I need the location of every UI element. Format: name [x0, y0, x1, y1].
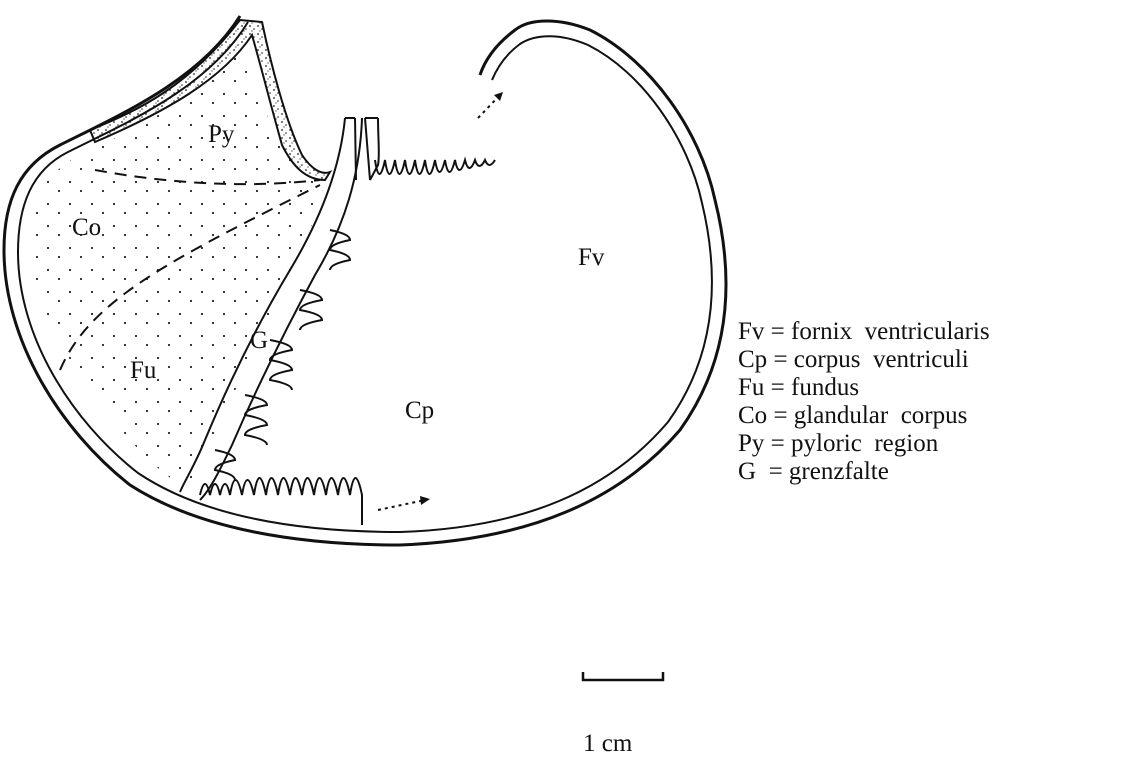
legend-text: glandular corpus [794, 402, 968, 429]
bottom-folds [200, 478, 362, 525]
arrow-bottom-head [420, 496, 430, 505]
top-folds [375, 160, 495, 174]
legend-row-fu: Fu = fundus [738, 374, 859, 401]
region-label-cp: Cp [405, 397, 434, 424]
legend-row-co: Co = glandular corpus [738, 402, 967, 429]
legend-abbr: Fv [738, 318, 764, 345]
region-label-py: Py [208, 121, 235, 148]
legend-abbr: Fu [738, 374, 764, 401]
scale-bar [583, 672, 663, 680]
legend-text: grenzfalte [789, 458, 889, 485]
scale-bar-label: 1 cm [583, 730, 632, 758]
legend-row-py: Py = pyloric region [738, 430, 938, 457]
legend-row-cp: Cp = corpus ventriculi [738, 346, 969, 373]
legend-row-g: G = grenzfalte [738, 458, 889, 485]
region-label-co: Co [72, 214, 101, 241]
legend-text: corpus ventriculi [794, 346, 969, 373]
legend-text: fornix ventricularis [791, 318, 990, 345]
legend-row-fv: Fv = fornix ventricularis [738, 318, 990, 345]
region-label-g: G [250, 327, 268, 354]
legend-text: pyloric region [791, 430, 938, 457]
arrow-top [478, 95, 500, 118]
arrow-bottom [378, 500, 425, 510]
legend-abbr: G [738, 458, 756, 485]
region-label-fv: Fv [578, 244, 605, 271]
arrow-top-head [494, 92, 503, 101]
region-label-fu: Fu [130, 357, 157, 384]
legend-text: fundus [791, 374, 859, 401]
legend-abbr: Cp [738, 346, 767, 373]
legend-abbr: Py [738, 430, 764, 457]
legend-abbr: Co [738, 402, 767, 429]
